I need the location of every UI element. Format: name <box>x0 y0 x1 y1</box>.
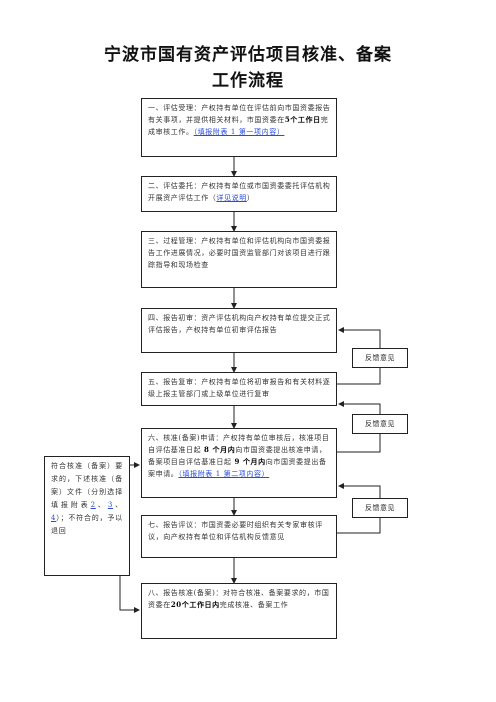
annex-3-link[interactable]: 3 <box>107 501 114 509</box>
step-2-link[interactable]: 详见说明 <box>216 194 247 202</box>
step-8-box: 八、报告核准(备案)：对符合核准、备案要求的，市国资委在20个工作日内完成核准、… <box>141 583 337 639</box>
feedback-box-2: 反馈意见 <box>352 414 408 434</box>
side-note-box: 符合核准（备案）要求的，下述核准（备案）文件（分别选择填报附表2、3、4）；不符… <box>44 456 130 576</box>
step-7-box: 七、报告评议：市国资委必要时组织有关专家审核评议，向产权持有单位和评估机构反馈意… <box>141 515 337 558</box>
feedback-box-3: 反馈意见 <box>352 498 408 518</box>
annex-4-link[interactable]: 4 <box>51 514 57 522</box>
step-5-box: 五、报告复审：产权持有单位将初审报告和有关材料逐级上报主管部门或上级单位进行复审 <box>141 372 337 406</box>
step-3-box: 三、过程管理：产权持有单位和评估机构向市国资委报告工作进展情况，必要时国资监管部… <box>141 231 337 288</box>
side-to-step8 <box>119 576 140 613</box>
feedback-box-1: 反馈意见 <box>352 348 408 368</box>
page-title-line1: 宁波市国有资产评估项目核准、备案 <box>104 45 392 65</box>
page-title-line2: 工作流程 <box>212 71 284 91</box>
step-6-link[interactable]: （填报附表 1 第二项内容） <box>178 470 270 478</box>
step-6-box: 六、核准(备案)申请：产权持有单位审核后，核准项目自评估基准日起 8 个月内向市… <box>141 428 337 498</box>
annex-2-link[interactable]: 2 <box>90 501 96 509</box>
step-4-box: 四、报告初审：资产评估机构向产权持有单位提交正式评估报告，产权持有单位初审评估报… <box>141 308 337 353</box>
step-2-box: 二、评估委托：产权持有单位或市国资委委托评估机构开展资产评估工作（详见说明） <box>141 176 337 212</box>
step-1-box: 一、评估受理：产权持有单位在评估前向市国资委报告有关事项，并提供相关材料，市国资… <box>141 98 337 157</box>
step-1-link[interactable]: （填报附表 1 第一项内容） <box>193 128 285 136</box>
